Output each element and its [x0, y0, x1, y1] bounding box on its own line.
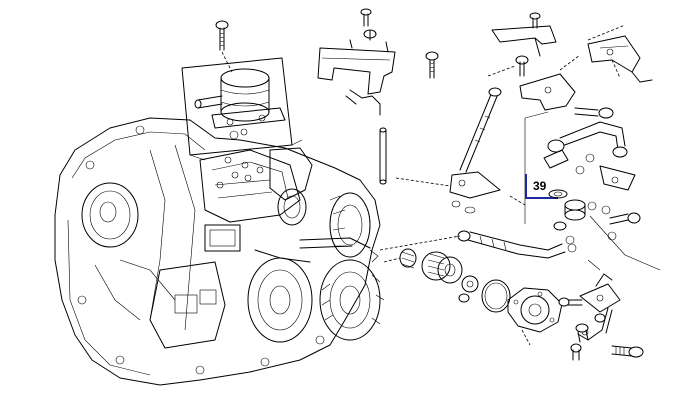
- pump-cover: [507, 287, 583, 333]
- upper-bracket-left: [491, 12, 557, 77]
- dipstick-tube: [449, 87, 502, 199]
- lower-bracket: [519, 73, 614, 119]
- hose-clips: [553, 153, 641, 245]
- transmission-case: [54, 117, 385, 386]
- washer-icon: [451, 200, 476, 214]
- detail-frame: [524, 111, 661, 271]
- callout-bracket: [525, 174, 558, 199]
- return-hose: [457, 230, 577, 259]
- bracket-bolt-icon: [360, 8, 377, 41]
- filter-cap: [458, 275, 479, 303]
- o-ring-icon: [481, 279, 511, 313]
- lower-bolt-icon: [575, 323, 589, 343]
- callout-39: 39: [525, 174, 568, 199]
- upper-bracket-right: [587, 35, 653, 83]
- bottom-bolt-icon: [611, 345, 644, 358]
- side-bolt-icon: [425, 51, 439, 79]
- cooler-bolt-icon: [215, 20, 229, 51]
- callout-label: 39: [533, 179, 547, 193]
- mounting-bracket: [317, 39, 396, 116]
- filter-element: [421, 251, 463, 284]
- cooler-hose: [543, 121, 628, 169]
- small-bolt-pair: [570, 343, 582, 361]
- spring-icon: [399, 248, 417, 269]
- shift-lever: [577, 273, 621, 341]
- oil-cooler-assembly: [181, 57, 303, 161]
- dowel-pin: [379, 127, 387, 185]
